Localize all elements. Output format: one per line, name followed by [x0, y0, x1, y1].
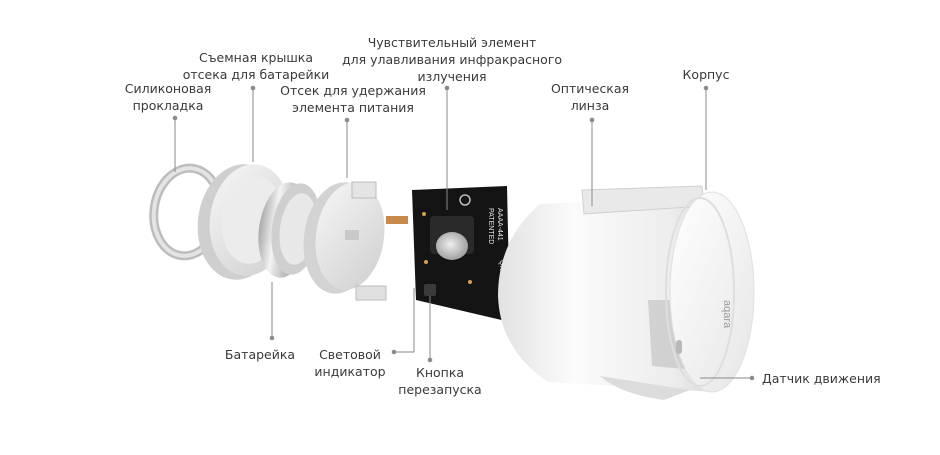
brand-mark: aqara	[721, 300, 733, 329]
label-optical-lens: Оптическая линза	[550, 81, 630, 113]
leader-dot-silicone-gasket	[172, 115, 178, 121]
leader-dot-led-indicator	[391, 349, 397, 355]
label-ir-sensor: Чувствительный элемент для улавливания и…	[341, 35, 563, 84]
label-battery: Батарейка	[224, 347, 296, 362]
battery-holder	[303, 181, 408, 301]
leader-dot-ir-sensor	[444, 85, 450, 91]
leader-led-indicator	[394, 288, 415, 353]
leader-dot-reset-button	[427, 357, 433, 363]
label-motion-sensor: Датчик движения	[762, 371, 881, 386]
pcb-board: AAAA-441 PATENTED QR Codes	[412, 186, 510, 322]
pcb-text-1: AAAA-441	[496, 208, 503, 241]
label-reset-button: Кнопка перезапуска	[398, 365, 482, 397]
label-led-indicator: Световой индикатор	[314, 347, 386, 379]
label-housing: Корпус	[682, 67, 730, 82]
label-silicone-gasket: Силиконовая прокладка	[124, 81, 212, 113]
leader-dot-motion-sensor	[749, 375, 755, 381]
leader-dot-optical-lens	[589, 117, 595, 123]
leader-dot-battery	[269, 335, 275, 341]
leader-dot-battery-holder	[344, 117, 350, 123]
label-battery-cover: Съемная крышка отсека для батарейки	[182, 50, 330, 82]
pcb-text-2: PATENTED	[487, 208, 494, 244]
leader-lines	[172, 85, 755, 381]
leader-dot-battery-cover	[250, 85, 256, 91]
label-battery-holder: Отсек для удержания элемента питания	[280, 83, 426, 115]
housing: aqara	[498, 185, 755, 400]
leader-dot-housing	[703, 85, 709, 91]
